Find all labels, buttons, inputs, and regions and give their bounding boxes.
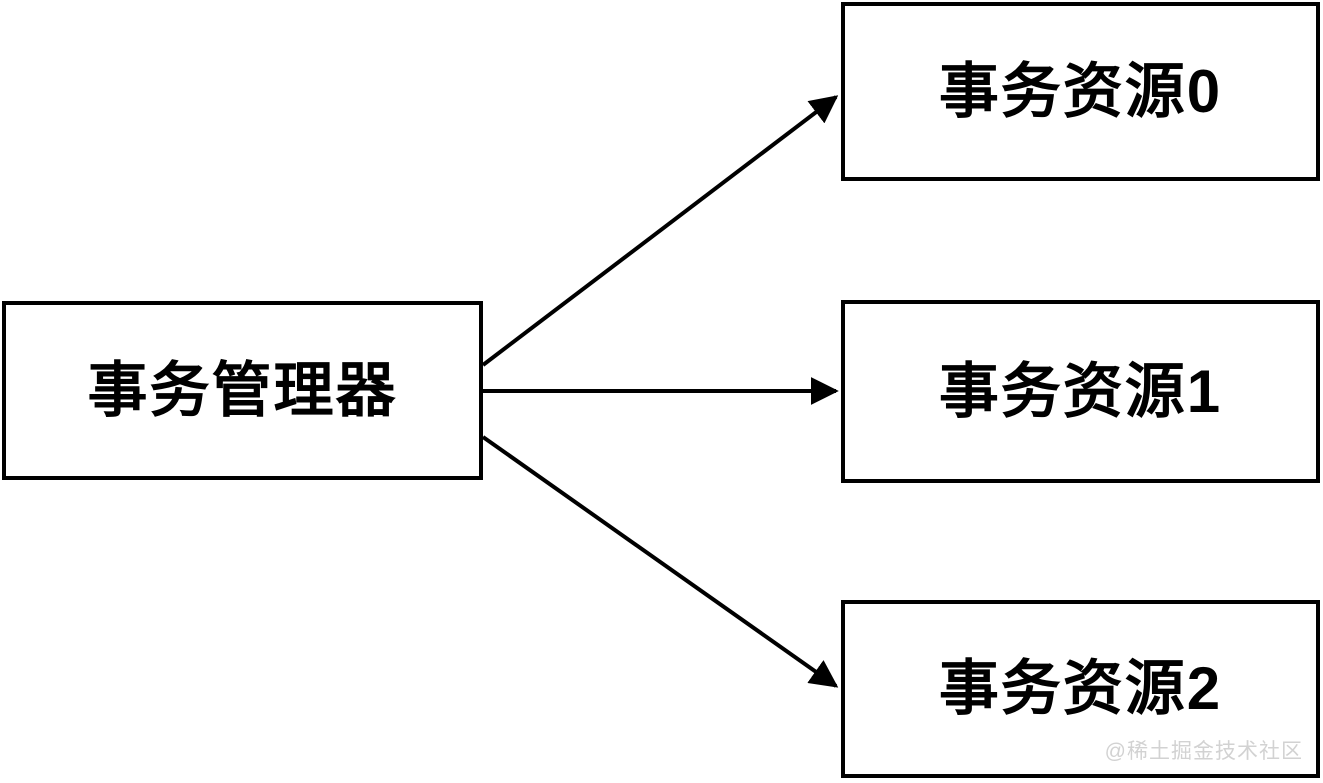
node-transaction-resource-1: 事务资源1 (841, 300, 1320, 483)
node-transaction-resource-0-label: 事务资源0 (938, 57, 1223, 125)
node-transaction-resource-2: 事务资源2 (841, 600, 1320, 778)
node-transaction-manager-label: 事务管理器 (87, 356, 398, 424)
arrow-manager-to-resource2 (481, 435, 839, 688)
watermark-text: @稀土掘金技术社区 (1104, 740, 1303, 763)
node-transaction-resource-1-label: 事务资源1 (938, 357, 1223, 425)
arrow-manager-to-resource0 (481, 95, 839, 367)
node-transaction-manager: 事务管理器 (2, 301, 483, 480)
node-transaction-resource-0: 事务资源0 (841, 2, 1320, 181)
node-transaction-resource-2-label: 事务资源2 (938, 655, 1223, 722)
